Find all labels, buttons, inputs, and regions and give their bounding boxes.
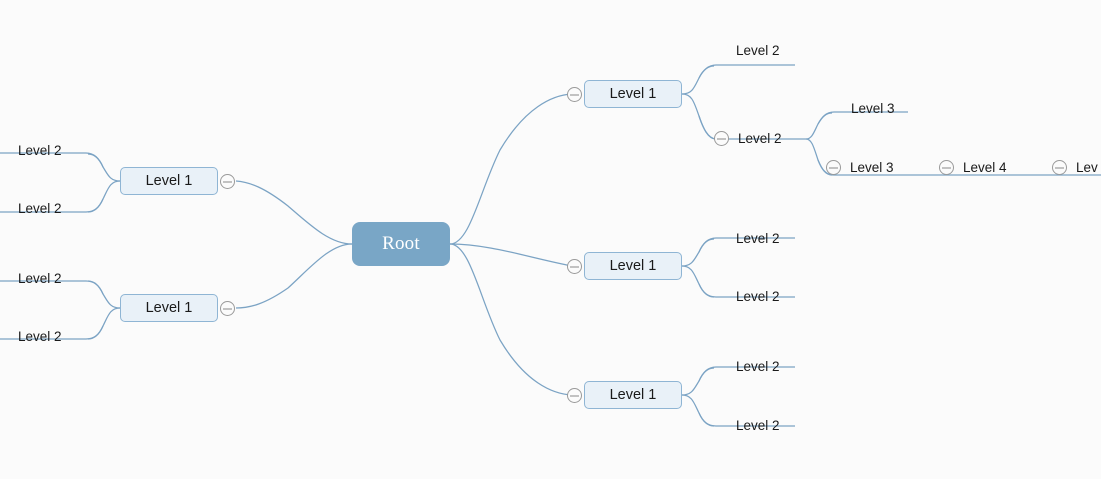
node-level1-right-middle[interactable]: Level 1 bbox=[584, 252, 682, 280]
node-level2-left-upper-a[interactable]: Level 2 bbox=[18, 143, 62, 158]
node-level4-chain[interactable]: Level 4 bbox=[963, 160, 1007, 175]
collapse-toggle-icon[interactable] bbox=[220, 174, 235, 189]
node-label: Level 1 bbox=[145, 173, 193, 189]
collapse-toggle-icon[interactable] bbox=[714, 131, 729, 146]
collapse-toggle-icon[interactable] bbox=[567, 388, 582, 403]
node-label: Level 2 bbox=[736, 231, 780, 246]
node-label: Level 2 bbox=[736, 289, 780, 304]
node-label: Level 2 bbox=[736, 418, 780, 433]
node-label: Level 2 bbox=[18, 329, 62, 344]
node-label: Level 2 bbox=[738, 131, 782, 146]
node-level3-chain[interactable]: Level 3 bbox=[850, 160, 894, 175]
node-level1-left-upper[interactable]: Level 1 bbox=[120, 167, 218, 195]
node-level2-right-bottom-b[interactable]: Level 2 bbox=[736, 418, 780, 433]
node-label: Level 4 bbox=[963, 160, 1007, 175]
root-node[interactable]: Root bbox=[352, 222, 450, 266]
node-label: Level 1 bbox=[609, 86, 657, 102]
collapse-toggle-icon[interactable] bbox=[567, 259, 582, 274]
collapse-toggle-icon[interactable] bbox=[939, 160, 954, 175]
node-label: Level 2 bbox=[18, 143, 62, 158]
node-label: Level 2 bbox=[736, 359, 780, 374]
collapse-toggle-icon[interactable] bbox=[1052, 160, 1067, 175]
node-label: Level 3 bbox=[851, 101, 895, 116]
node-label: Level 1 bbox=[609, 258, 657, 274]
collapse-toggle-icon[interactable] bbox=[220, 301, 235, 316]
node-level2-right-top-a[interactable]: Level 2 bbox=[736, 43, 780, 58]
node-label: Level 2 bbox=[18, 201, 62, 216]
node-label: Lev bbox=[1076, 160, 1098, 175]
node-level2-left-upper-b[interactable]: Level 2 bbox=[18, 201, 62, 216]
node-label: Level 2 bbox=[18, 271, 62, 286]
node-level1-right-bottom[interactable]: Level 1 bbox=[584, 381, 682, 409]
node-level3-leaf[interactable]: Level 3 bbox=[851, 101, 895, 116]
node-label: Level 1 bbox=[145, 300, 193, 316]
node-level1-right-top[interactable]: Level 1 bbox=[584, 80, 682, 108]
node-level2-right-middle-a[interactable]: Level 2 bbox=[736, 231, 780, 246]
root-node-label: Root bbox=[382, 233, 420, 254]
node-level2-right-bottom-a[interactable]: Level 2 bbox=[736, 359, 780, 374]
node-level1-left-lower[interactable]: Level 1 bbox=[120, 294, 218, 322]
node-level2-left-lower-b[interactable]: Level 2 bbox=[18, 329, 62, 344]
node-level2-left-lower-a[interactable]: Level 2 bbox=[18, 271, 62, 286]
node-label: Level 1 bbox=[609, 387, 657, 403]
collapse-toggle-icon[interactable] bbox=[567, 87, 582, 102]
node-label: Level 2 bbox=[736, 43, 780, 58]
node-level2-right-middle-b[interactable]: Level 2 bbox=[736, 289, 780, 304]
collapse-toggle-icon[interactable] bbox=[826, 160, 841, 175]
node-label: Level 3 bbox=[850, 160, 894, 175]
node-level5-clipped[interactable]: Lev bbox=[1076, 160, 1098, 175]
node-level2-right-top-b[interactable]: Level 2 bbox=[738, 131, 782, 146]
